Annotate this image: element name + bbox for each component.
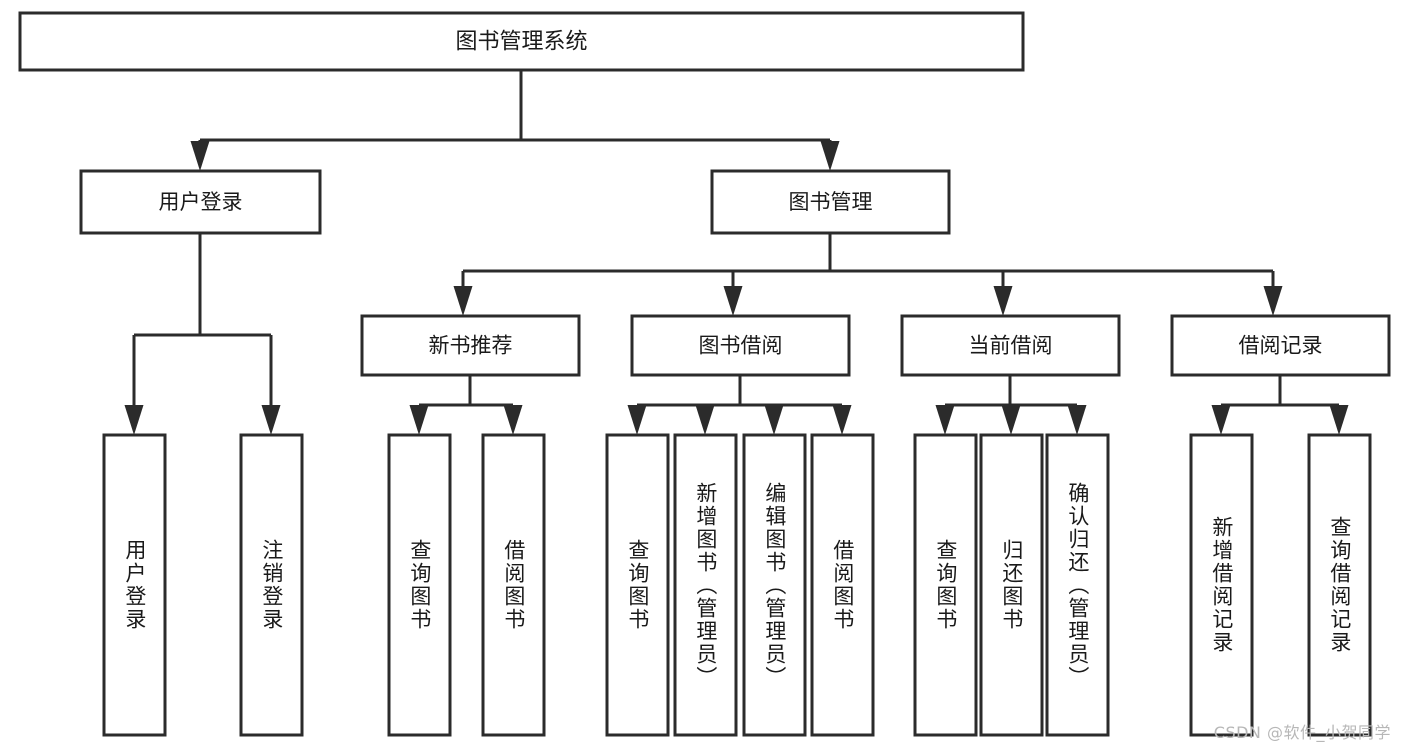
arrow-head-icon	[1329, 405, 1349, 435]
node-label-current-borrow: 当前借阅	[969, 334, 1053, 358]
node-box-root[interactable]	[18, 11, 1025, 72]
edge-current-borrow-group	[935, 375, 1087, 435]
arrow-head-icon	[1067, 405, 1087, 435]
node-label-user-login: 用户登录	[159, 190, 243, 214]
arrow-head-icon	[453, 286, 473, 316]
edge-user-login-group	[124, 233, 281, 435]
arrow-head-icon	[723, 286, 743, 316]
node-label-book-borrow: 图书借阅	[699, 334, 783, 358]
node-box-leaf-query-book-cur[interactable]	[913, 433, 978, 737]
arrow-head-icon	[993, 286, 1013, 316]
node-box-leaf-query-book[interactable]	[605, 433, 670, 737]
arrow-head-icon	[503, 405, 523, 435]
node-box-leaf-logout[interactable]	[239, 433, 304, 737]
arrow-head-icon	[695, 405, 715, 435]
node-box-leaf-borrow-book[interactable]	[810, 433, 875, 737]
node-label-book-manage: 图书管理	[789, 190, 873, 214]
arrow-head-icon	[1263, 286, 1283, 316]
node-box-book-manage[interactable]	[710, 169, 951, 235]
arrow-head-icon	[627, 405, 647, 435]
edge-book-manage-group	[453, 233, 1283, 316]
watermark-text: CSDN @软件_小贺同学	[1213, 723, 1391, 742]
edge-root-group	[190, 70, 840, 171]
node-label-borrow-record: 借阅记录	[1239, 334, 1323, 358]
arrow-head-icon	[1211, 405, 1231, 435]
arrow-head-icon	[1001, 405, 1021, 435]
arrow-head-icon	[190, 141, 210, 171]
node-box-leaf-edit-book[interactable]	[742, 433, 807, 737]
node-box-leaf-add-record[interactable]	[1189, 433, 1254, 737]
node-box-leaf-user-login[interactable]	[102, 433, 167, 737]
arrow-head-icon	[124, 405, 144, 435]
node-box-leaf-borrow-book-rec[interactable]	[481, 433, 546, 737]
arrow-head-icon	[935, 405, 955, 435]
edge-book-borrow-group	[627, 375, 852, 435]
edge-new-book-rec-group	[409, 375, 523, 435]
node-box-leaf-add-book[interactable]	[673, 433, 738, 737]
node-box-new-book-rec[interactable]	[360, 314, 581, 377]
node-box-leaf-confirm-return[interactable]	[1045, 433, 1110, 737]
node-box-current-borrow[interactable]	[900, 314, 1121, 377]
edges-layer	[124, 70, 1349, 435]
node-box-leaf-query-book-rec[interactable]	[387, 433, 452, 737]
node-label-root: 图书管理系统	[455, 30, 587, 55]
node-box-user-login[interactable]	[79, 169, 322, 235]
node-box-borrow-record[interactable]	[1170, 314, 1391, 377]
edge-borrow-record-group	[1211, 375, 1349, 435]
arrow-head-icon	[764, 405, 784, 435]
node-box-leaf-query-record[interactable]	[1307, 433, 1372, 737]
arrow-head-icon	[409, 405, 429, 435]
arrow-head-icon	[832, 405, 852, 435]
node-box-leaf-return-book[interactable]	[979, 433, 1044, 737]
arrow-head-icon	[261, 405, 281, 435]
node-box-book-borrow[interactable]	[630, 314, 851, 377]
node-label-new-book-rec: 新书推荐	[429, 334, 513, 358]
arrow-head-icon	[820, 141, 840, 171]
